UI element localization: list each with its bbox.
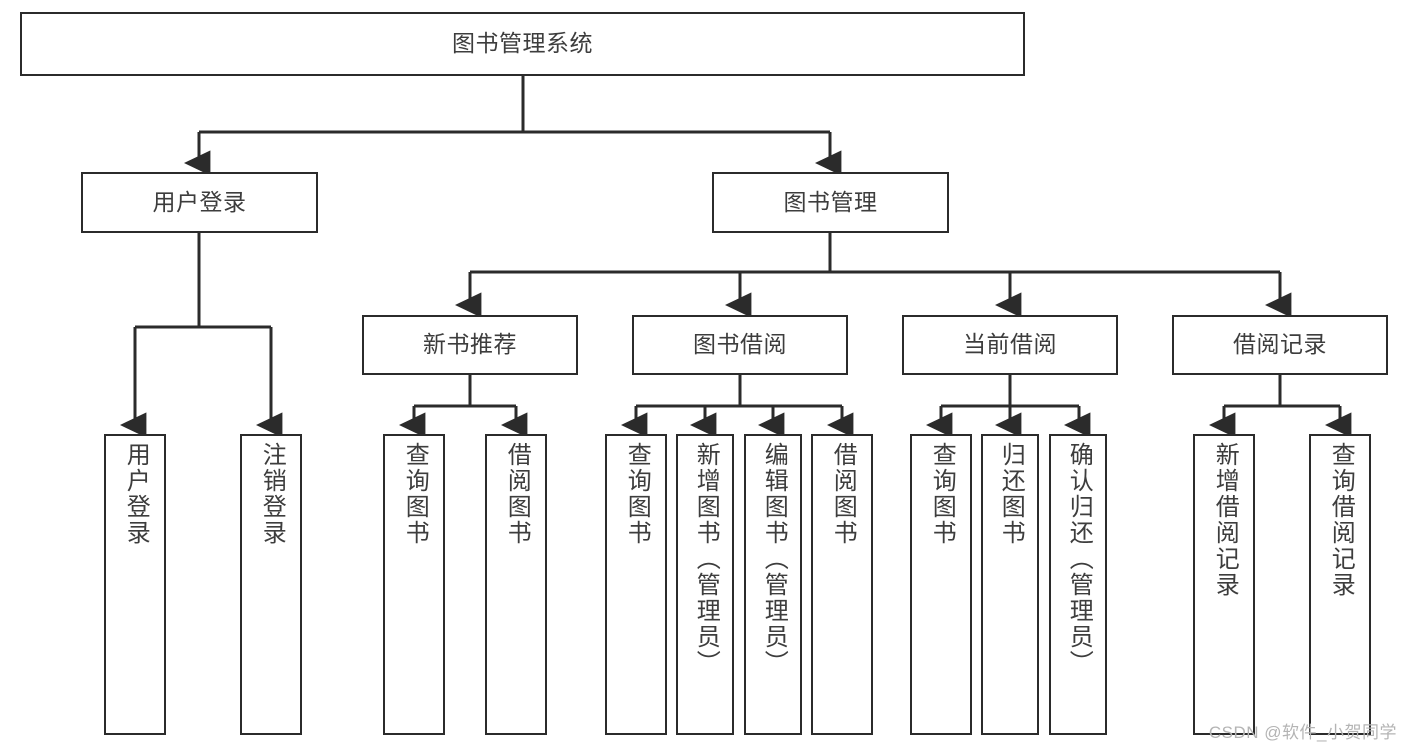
node-root-label: 图书管理系统: [452, 30, 593, 57]
node-leaf-query-book-3-label: 查询图书: [928, 442, 956, 546]
node-leaf-query-record-label: 查询借阅记录: [1327, 442, 1355, 598]
node-leaf-borrow-book-1[interactable]: 借阅图书: [485, 434, 547, 735]
node-leaf-add-book[interactable]: 新增图书（管理员）: [676, 434, 734, 735]
node-book-borrow[interactable]: 图书借阅: [632, 315, 848, 375]
node-leaf-user-logout[interactable]: 注销登录: [240, 434, 302, 735]
node-current-borrow[interactable]: 当前借阅: [902, 315, 1118, 375]
node-borrow-record[interactable]: 借阅记录: [1172, 315, 1388, 375]
node-leaf-add-record[interactable]: 新增借阅记录: [1193, 434, 1255, 735]
node-leaf-query-book-2[interactable]: 查询图书: [605, 434, 667, 735]
node-leaf-borrow-book-1-label: 借阅图书: [503, 442, 531, 546]
node-leaf-borrow-book-2[interactable]: 借阅图书: [811, 434, 873, 735]
node-leaf-user-logout-label: 注销登录: [258, 442, 286, 546]
node-leaf-confirm-return[interactable]: 确认归还（管理员）: [1049, 434, 1107, 735]
node-leaf-edit-book[interactable]: 编辑图书（管理员）: [744, 434, 802, 735]
node-user-login-label: 用户登录: [152, 188, 247, 215]
node-leaf-user-login-label: 用户登录: [122, 442, 150, 546]
node-book-manage[interactable]: 图书管理: [712, 172, 949, 233]
node-new-book-recommend[interactable]: 新书推荐: [362, 315, 578, 375]
node-leaf-query-book-1-label: 查询图书: [401, 442, 429, 546]
node-book-manage-label: 图书管理: [783, 188, 878, 215]
node-borrow-record-label: 借阅记录: [1233, 331, 1327, 358]
node-leaf-add-record-label: 新增借阅记录: [1211, 442, 1239, 598]
node-leaf-query-record[interactable]: 查询借阅记录: [1309, 434, 1371, 735]
node-leaf-query-book-2-label: 查询图书: [623, 442, 651, 546]
node-leaf-user-login[interactable]: 用户登录: [104, 434, 166, 735]
node-book-borrow-label: 图书借阅: [693, 331, 787, 358]
node-leaf-query-book-1[interactable]: 查询图书: [383, 434, 445, 735]
node-user-login[interactable]: 用户登录: [81, 172, 318, 233]
node-leaf-query-book-3[interactable]: 查询图书: [910, 434, 972, 735]
node-current-borrow-label: 当前借阅: [963, 331, 1057, 358]
node-leaf-return-book-label: 归还图书: [997, 442, 1025, 546]
node-leaf-confirm-return-label: 确认归还（管理员）: [1065, 442, 1093, 676]
node-leaf-return-book[interactable]: 归还图书: [981, 434, 1039, 735]
node-leaf-edit-book-label: 编辑图书（管理员）: [760, 442, 788, 676]
csdn-watermark: CSDN @软件_小贺同学: [1208, 723, 1397, 742]
node-new-book-recommend-label: 新书推荐: [423, 331, 517, 358]
node-root[interactable]: 图书管理系统: [20, 12, 1025, 76]
node-leaf-add-book-label: 新增图书（管理员）: [692, 442, 720, 676]
node-leaf-borrow-book-2-label: 借阅图书: [829, 442, 857, 546]
